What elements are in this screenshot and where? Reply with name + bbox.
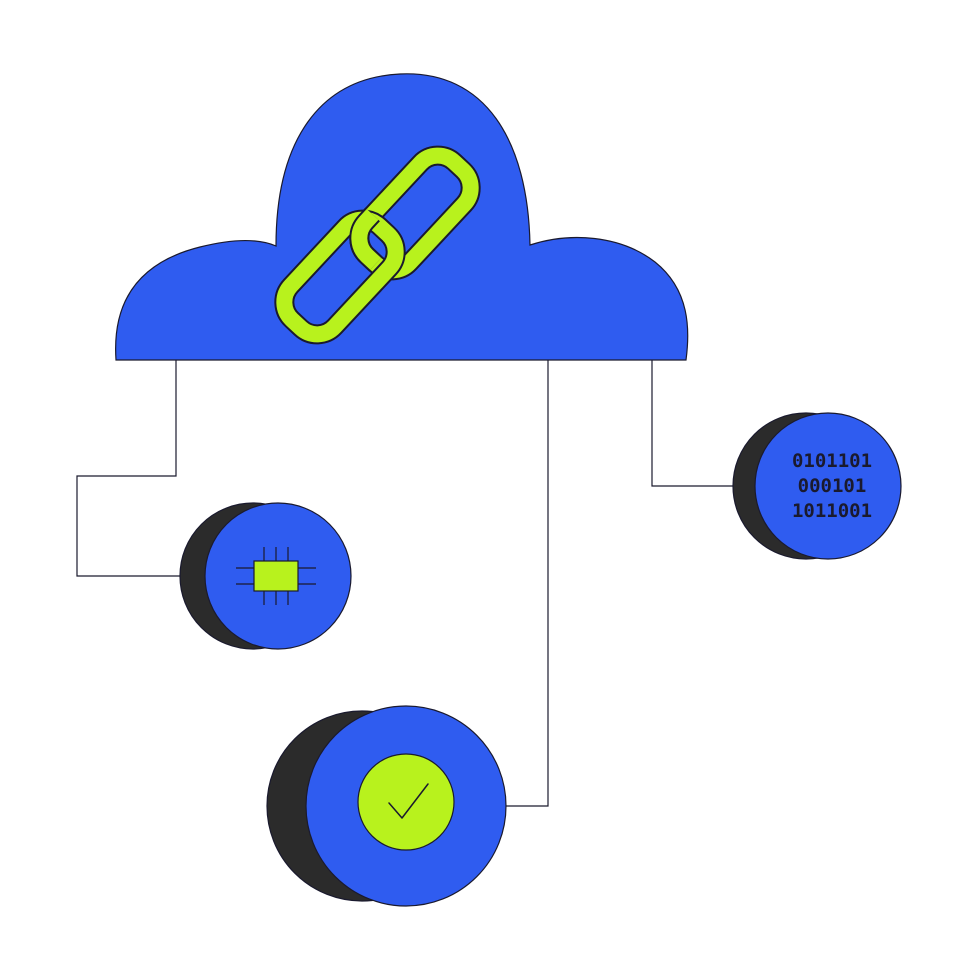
cloud-shape	[115, 73, 689, 361]
checkmark-icon	[357, 753, 455, 851]
chip-node	[179, 502, 352, 650]
connector-check	[505, 360, 549, 807]
binary-line-2: 000101	[798, 475, 867, 497]
binary-data-icon: 0101101 000101 1011001	[792, 450, 872, 522]
cloud	[115, 73, 689, 361]
check-node	[266, 705, 507, 907]
chain-link-icon	[274, 145, 481, 345]
chip-icon	[236, 547, 316, 605]
binary-node: 0101101 000101 1011001	[732, 412, 902, 560]
binary-node-face	[754, 412, 902, 560]
connectors	[76, 360, 760, 807]
connector-chip	[76, 360, 205, 577]
connector-binary	[651, 360, 760, 487]
binary-line-1: 0101101	[792, 450, 872, 472]
binary-line-3: 1011001	[792, 500, 872, 522]
